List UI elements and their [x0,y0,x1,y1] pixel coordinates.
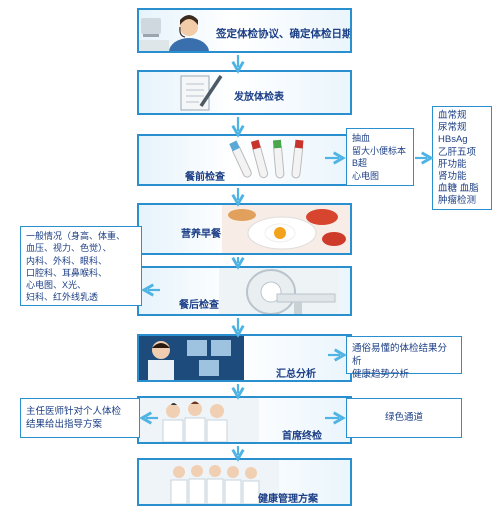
step-label: 健康管理方案 [258,494,318,505]
step-post-meal-check: 餐后检查 [137,266,352,316]
step-health-management: 健康管理方案 [137,458,352,506]
medical-staff-group-icon [139,460,279,504]
doctor-guidance-box: 主任医师针对个人体检 结果给出指导方案 [20,398,140,438]
step-issue-form: 发放体检表 [137,70,352,115]
pre-meal-items-box: 抽血 留大小便标本 B超 心电图 [346,128,414,186]
step-pre-meal-check: 餐前检查 [137,134,352,186]
step-label: 餐前检查 [185,172,225,183]
step-sign-agreement: 签定体检协议、确定体检日期 [137,8,352,53]
step-chief-final-check: 首席终检 [137,396,352,444]
green-channel-box: 绿色通道 [346,398,462,438]
test-tubes-icon [229,139,304,179]
form-and-pen-icon [180,75,223,111]
step-label: 首席终检 [282,431,322,442]
step-label: 餐后检查 [179,300,219,311]
ct-scanner-icon [219,268,339,314]
blood-tests-box: 血常规 尿常规 HBsAg 乙肝五项 肝功能 肾功能 血糖 血脂 肿瘤检测 [432,106,492,210]
post-meal-items-box: 一般情况（身高、体重、 血压、视力、色觉）、 内科、外科、眼科、 口腔科、耳鼻喉… [20,226,142,306]
receptionist-icon [139,15,209,51]
summary-items-box: 通俗易懂的体检结果分析 健康趋势分析 [346,336,462,380]
step-label: 发放体检表 [234,92,284,103]
step-label: 签定体检协议、确定体检日期 [216,28,352,40]
step-nutrition-breakfast: 营养早餐 [137,203,352,255]
breakfast-icon [222,205,350,253]
step-label: 汇总分析 [276,369,316,380]
doctor-viewing-xray-icon [139,336,244,380]
medical-team-icon [139,398,259,442]
step-label: 营养早餐 [181,229,221,240]
step-summary-analysis: 汇总分析 [137,334,352,382]
